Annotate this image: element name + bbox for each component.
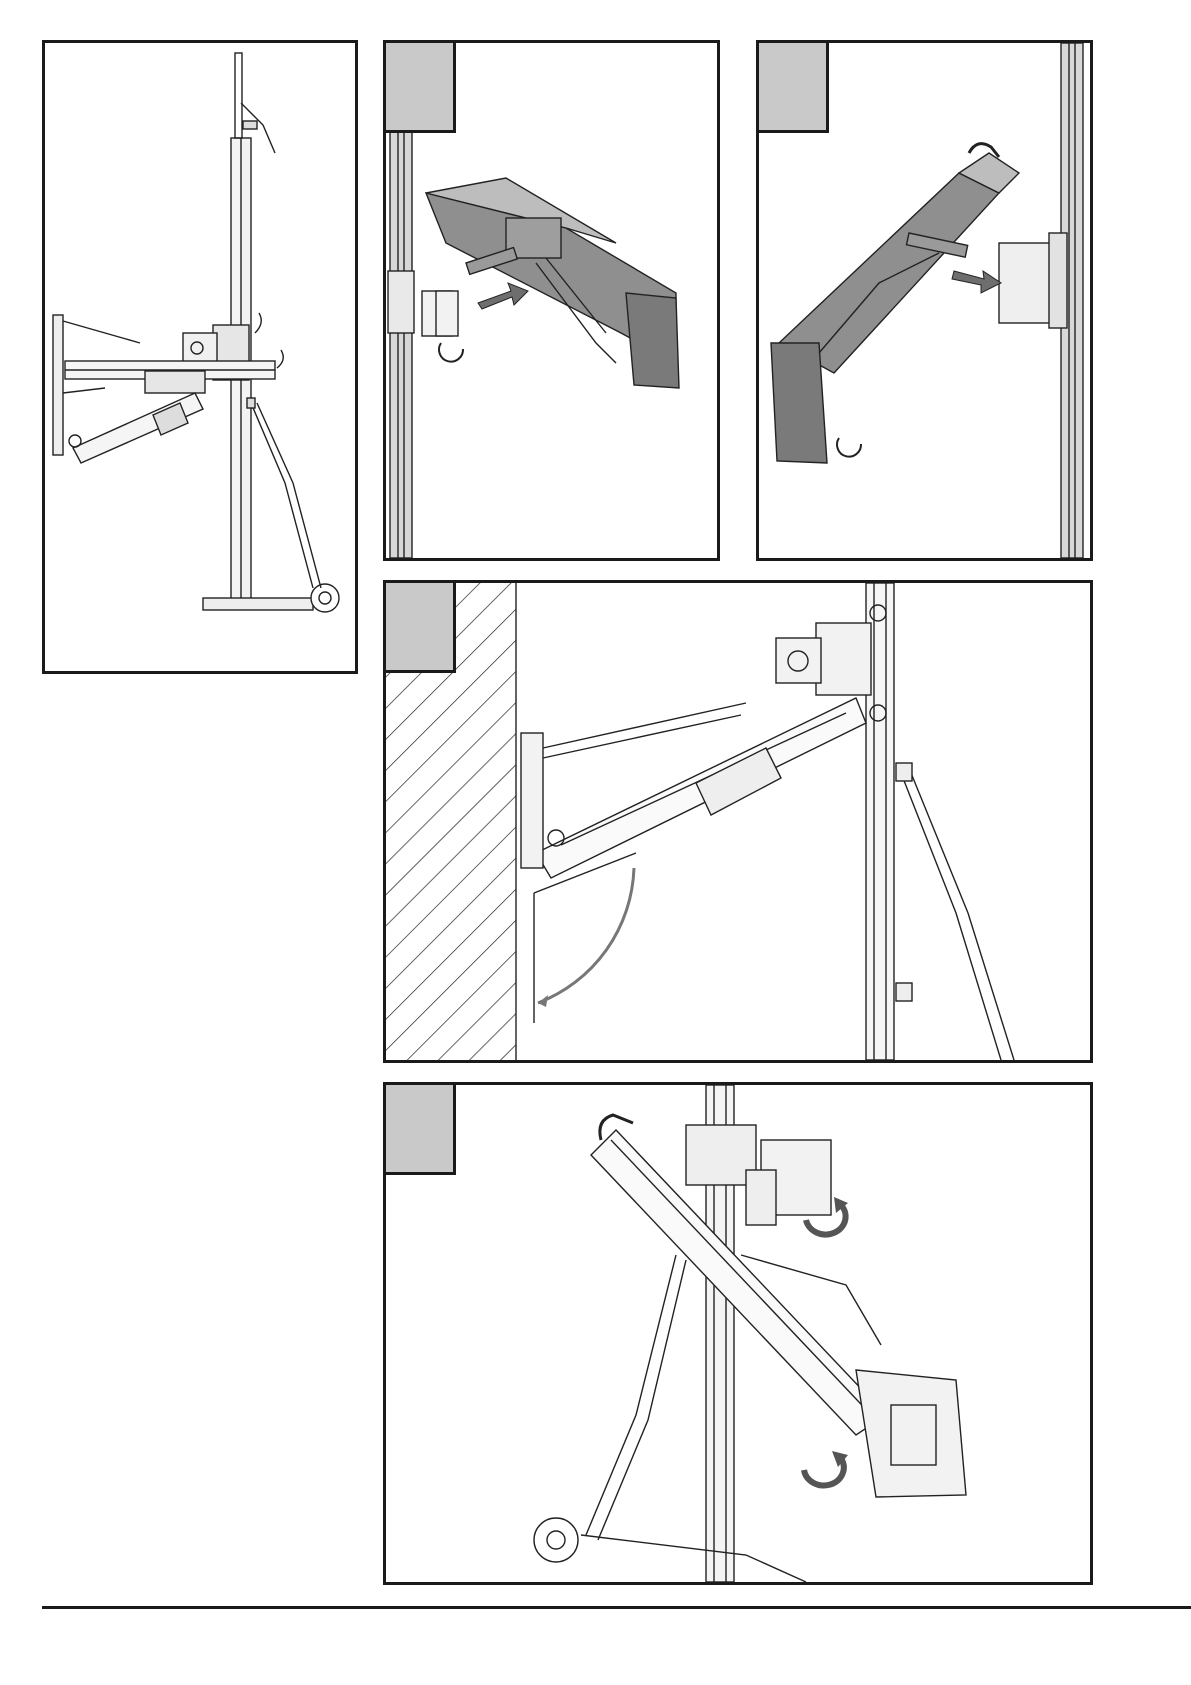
step-4-panel: [383, 1082, 1093, 1585]
step-2-panel: [756, 40, 1093, 561]
step-1-number-tab: [383, 40, 456, 133]
step-3-panel: [383, 580, 1093, 1063]
step-1-panel: [383, 40, 720, 561]
tilted-carriage-on-column-illustration: [386, 1085, 1090, 1582]
drill-stand-side-view-illustration: [45, 43, 355, 671]
step-3-number-tab: [383, 580, 456, 673]
angled-wall-drilling-illustration: [386, 583, 1090, 1060]
step-2-number-tab: [756, 40, 829, 133]
footer-rule: [42, 1606, 1191, 1609]
overview-panel: [42, 40, 358, 674]
step-4-number-tab: [383, 1082, 456, 1175]
